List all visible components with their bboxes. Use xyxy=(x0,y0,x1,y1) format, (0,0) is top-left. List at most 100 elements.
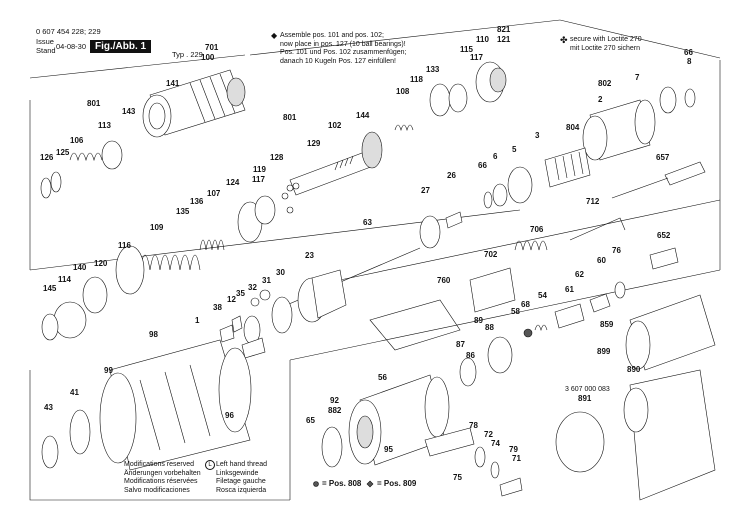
ring-71 xyxy=(490,461,500,479)
part-label: 62 xyxy=(575,270,584,279)
throttle-housing xyxy=(142,69,246,138)
part-label: 801 xyxy=(87,99,101,108)
part-label: 144 xyxy=(356,111,370,120)
note-line: Pos. 101 und Pos. 102 zusammenfügen; xyxy=(280,49,407,56)
valve-61 xyxy=(554,303,585,329)
fitting-652 xyxy=(649,247,679,270)
footer-line: Modifications réservées xyxy=(124,478,198,485)
part-label: 701 xyxy=(205,43,219,52)
clover-icon: ✤ xyxy=(560,35,568,45)
end-plate-5 xyxy=(507,166,533,204)
bearing-balls-127 xyxy=(281,182,300,214)
part-label: 1 xyxy=(195,316,200,325)
ring-30 xyxy=(271,296,293,334)
spring-136 xyxy=(199,239,225,251)
part-label: 117 xyxy=(252,175,265,184)
part-label: 95 xyxy=(384,445,393,454)
doc-number: 0 607 454 228; 229 xyxy=(36,27,101,36)
spring-109 xyxy=(139,254,201,271)
part-label: 117 xyxy=(470,53,483,62)
part-label: 702 xyxy=(484,250,498,259)
part-label: 96 xyxy=(225,411,234,420)
part-label: 74 xyxy=(491,439,500,448)
part-label: 140 xyxy=(73,263,87,272)
spindle-95 xyxy=(424,427,475,457)
part-label: 88 xyxy=(485,323,494,332)
part-label: 12 xyxy=(227,295,236,304)
motor-cylinder-2 xyxy=(582,99,656,161)
part-label: 54 xyxy=(538,291,547,300)
part-label: 66 xyxy=(684,48,693,57)
note-line: Assemble pos. 101 and pos. 102; xyxy=(280,32,384,39)
part-label: 859 xyxy=(600,320,614,329)
ring-116 xyxy=(115,245,145,295)
dot-symbol xyxy=(313,481,319,487)
pin-12 xyxy=(231,315,243,333)
figure-badge: Fig./Abb. 1 xyxy=(90,40,152,53)
part-label: 136 xyxy=(190,197,204,206)
sleeve-891 xyxy=(555,411,605,473)
part-label: 115 xyxy=(460,45,473,54)
part-label: 141 xyxy=(166,79,180,88)
part-label: 899 xyxy=(597,347,611,356)
nut-62 xyxy=(589,293,611,313)
ball-68 xyxy=(523,328,533,338)
part-label: 41 xyxy=(70,388,79,397)
frame-line xyxy=(29,209,521,271)
ring-119 xyxy=(254,195,276,225)
frame-line xyxy=(249,19,561,56)
part-label: 114 xyxy=(58,275,71,284)
part-label: 56 xyxy=(378,373,387,382)
part-label: 657 xyxy=(656,153,670,162)
part-label: 63 xyxy=(363,218,372,227)
part-label: 801 xyxy=(283,113,297,122)
spring-706 xyxy=(514,240,548,251)
issue-date: 04-08-30 xyxy=(56,42,87,51)
part-label: 26 xyxy=(447,171,456,180)
part-label: 32 xyxy=(248,283,257,292)
valve-702 xyxy=(469,267,516,313)
part-label: 890 xyxy=(627,365,641,374)
part-label: 78 xyxy=(469,421,478,430)
diamond-symbol xyxy=(366,480,374,488)
part-label: 145 xyxy=(43,284,57,293)
part-label: 99 xyxy=(104,366,113,375)
part-label: 72 xyxy=(484,430,493,439)
part-label: 35 xyxy=(236,289,245,298)
part-label: 3 xyxy=(535,131,540,140)
part-label: 143 xyxy=(122,107,136,116)
screw-26 xyxy=(445,211,463,229)
frame-line xyxy=(559,19,721,59)
part-label: 30 xyxy=(276,268,285,277)
part-label: 68 xyxy=(521,300,530,309)
modifications-note: Modifications reserved Änderungen vorbeh… xyxy=(124,461,201,495)
part-label: 87 xyxy=(456,340,465,349)
part-label: 126 xyxy=(40,153,54,162)
ring-87 xyxy=(459,357,477,387)
valve-assembly xyxy=(394,61,507,132)
part-label: 121 xyxy=(497,35,511,44)
typ-label: Typ . 229 xyxy=(172,50,203,59)
stand-label: Stand xyxy=(36,46,56,55)
part-label: 89 xyxy=(474,316,483,325)
footer-line: Left hand thread xyxy=(216,461,267,468)
rod-63 xyxy=(274,247,421,311)
part-label: 76 xyxy=(612,246,621,255)
main-housing-1 xyxy=(99,339,252,471)
hex-key-712 xyxy=(569,217,626,241)
ring-66b xyxy=(483,191,493,209)
spindle-38b xyxy=(241,337,266,359)
part-label: 100 xyxy=(201,53,215,62)
part-label: 108 xyxy=(396,87,410,96)
pos-808-legend: = Pos. 808 xyxy=(322,479,362,488)
footer-line: Linksgewinde xyxy=(216,469,259,477)
part-label: 43 xyxy=(44,403,53,412)
part-label: 110 xyxy=(476,35,489,44)
part-label: 31 xyxy=(262,276,271,285)
part-label: 66 xyxy=(478,161,487,170)
spring-106 xyxy=(69,152,103,162)
part-label: 106 xyxy=(70,136,84,145)
note-line: now place in pos. 127 (10 ball bearings)… xyxy=(280,40,406,48)
